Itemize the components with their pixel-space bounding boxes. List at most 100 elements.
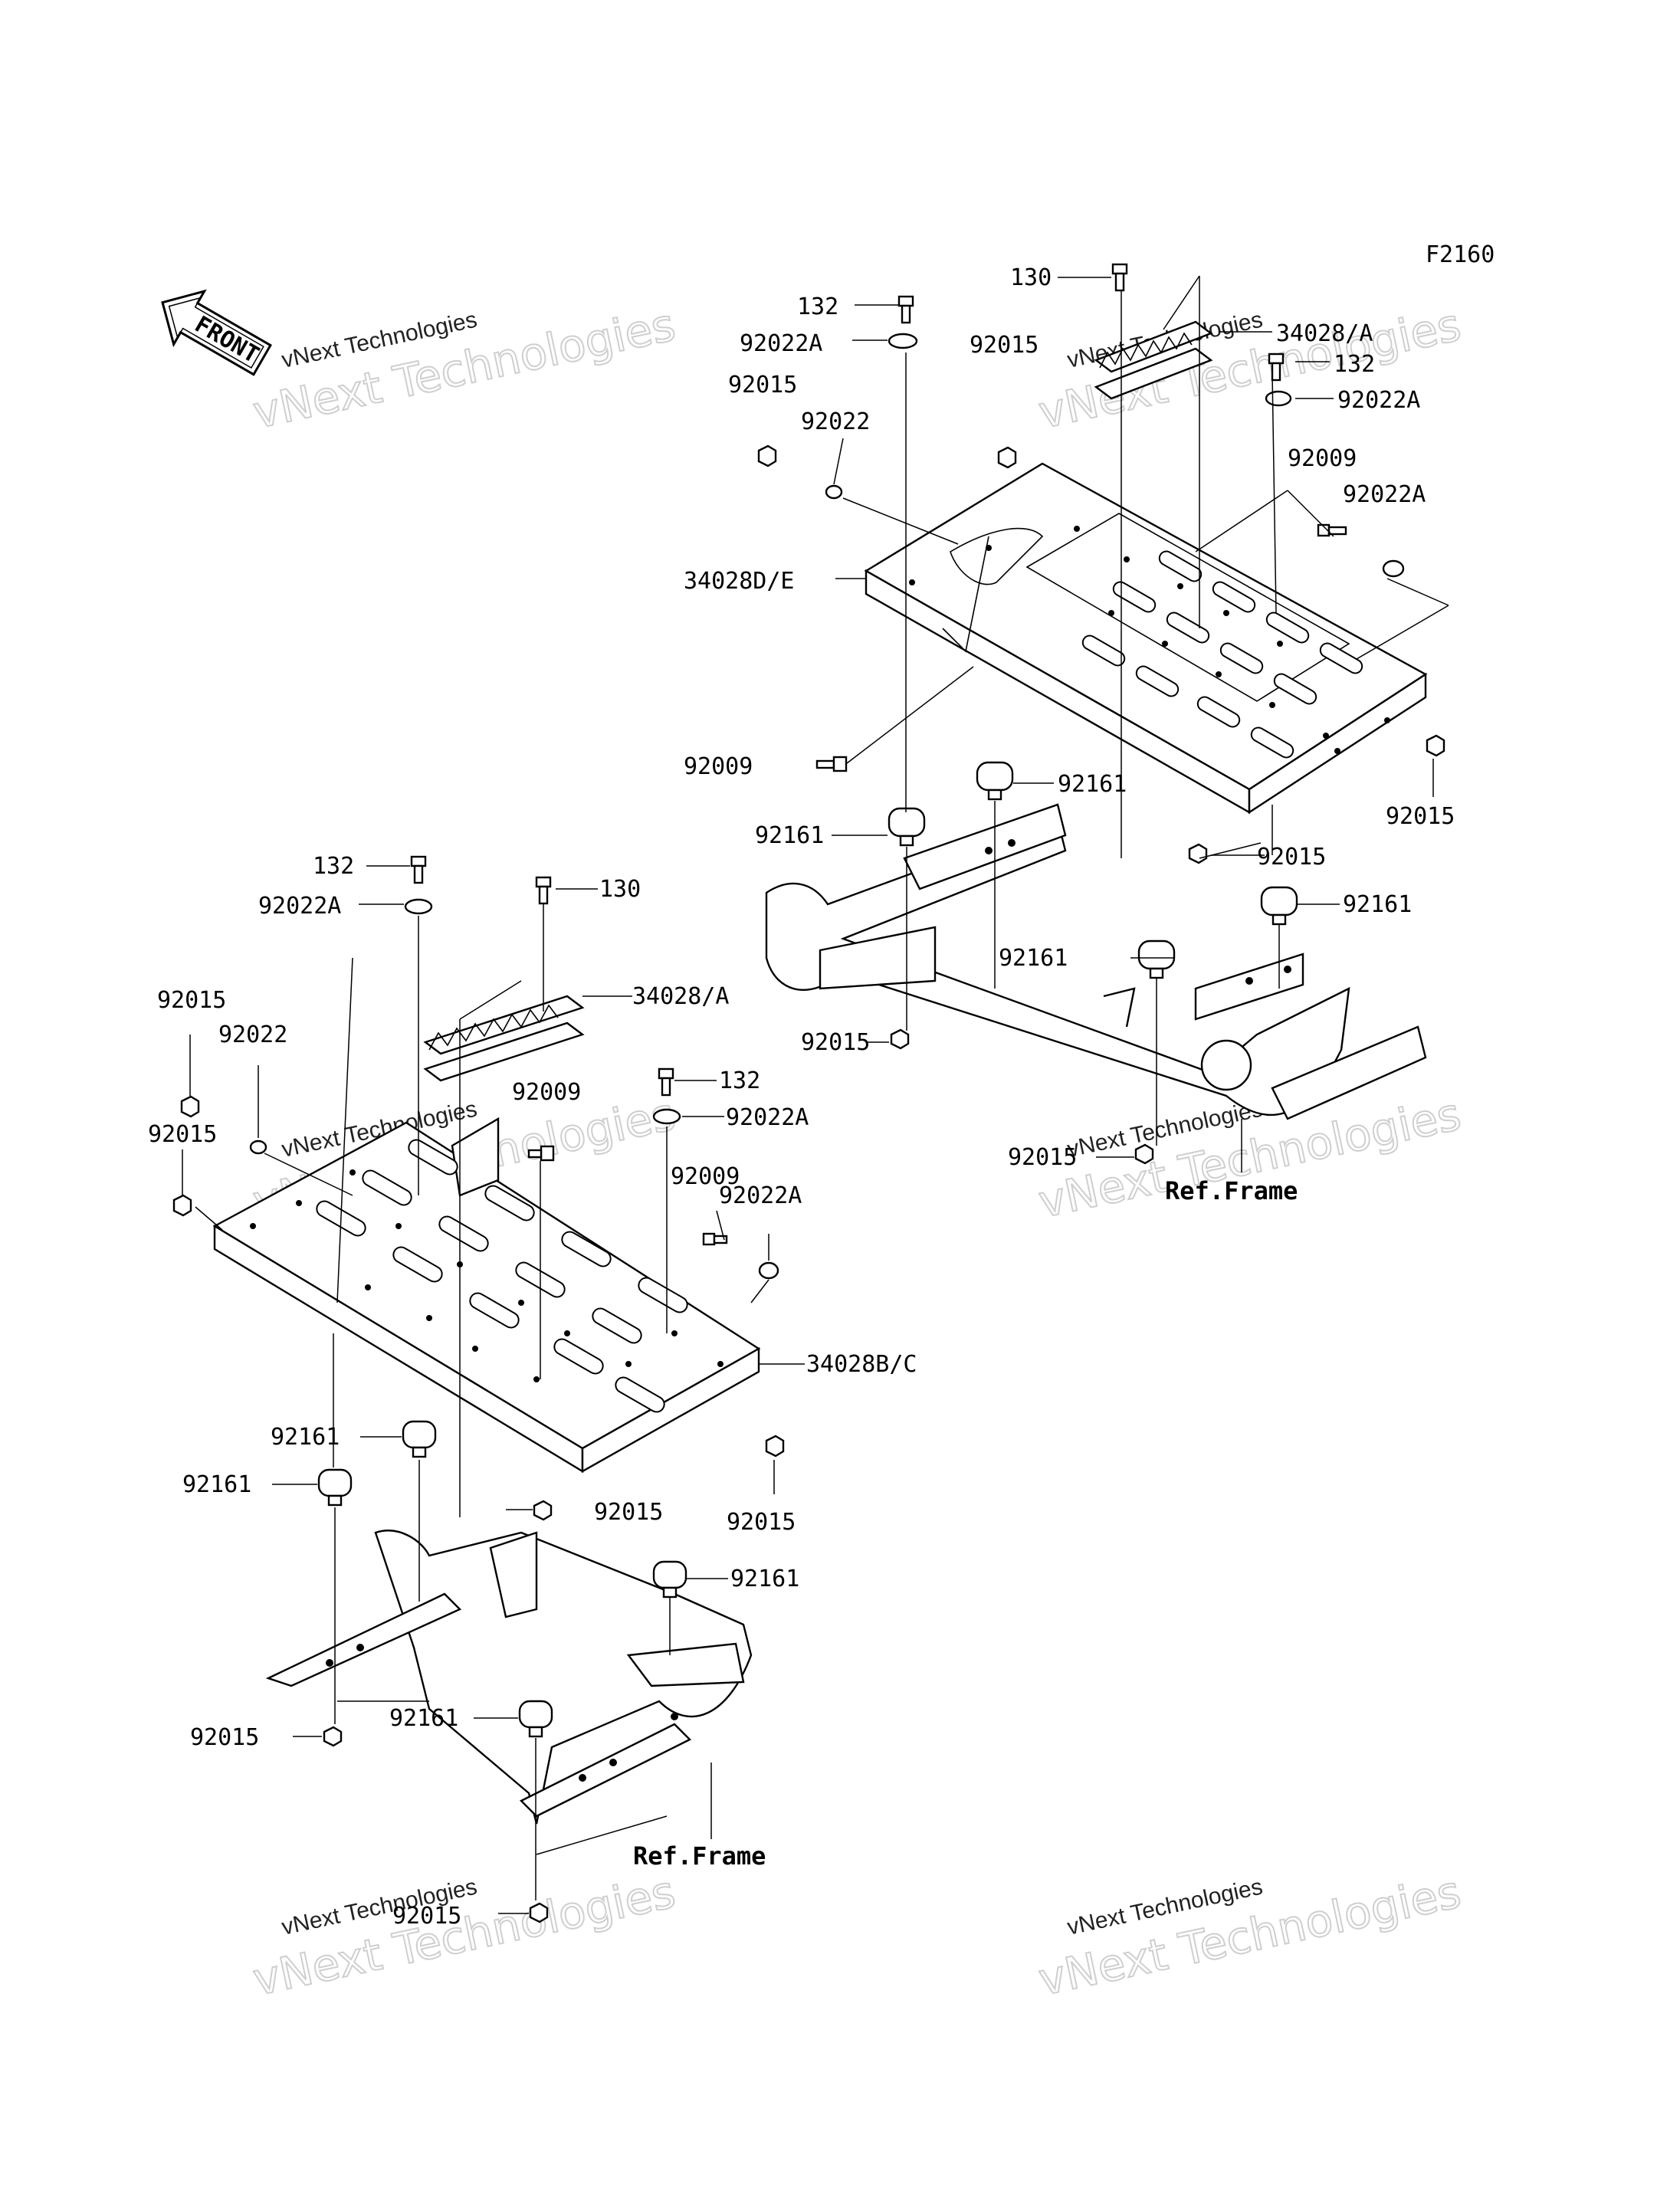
front-arrow-icon: FRONT [161, 289, 272, 376]
washer-92022a-icon [652, 1108, 681, 1125]
label-92015: 92015 [801, 1029, 870, 1056]
label-92015: 92015 [728, 372, 797, 398]
label-92015: 92015 [1008, 1144, 1077, 1171]
label-92009: 92009 [671, 1163, 740, 1190]
label-92015: 92015 [190, 1724, 259, 1751]
carrier-tray-bottom [212, 1117, 761, 1474]
label-92161: 92161 [755, 822, 824, 849]
label-92022a: 92022A [740, 330, 822, 357]
washer-92022-icon [249, 1139, 267, 1155]
rubber-mount-92161-icon [976, 761, 1014, 801]
label-132: 132 [1334, 351, 1375, 378]
washer-92022-icon [825, 484, 843, 500]
labels-top: 130 132 92022A 92015 92022 92015 34028/A… [684, 264, 1455, 1205]
watermark: vNext Technologies vNext Technologies [1033, 1865, 1465, 2007]
label-132: 132 [719, 1067, 760, 1094]
nut-92015-icon [1426, 734, 1445, 757]
label-92161: 92161 [182, 1471, 251, 1498]
bolt-92009-icon [702, 1232, 728, 1246]
washer-92022a-icon [888, 333, 918, 349]
slot-grid-bottom [316, 1139, 688, 1413]
washer-92022a-icon [1382, 559, 1405, 578]
label-34028bc: 34028B/C [806, 1351, 917, 1378]
nut-92015-icon [172, 1194, 192, 1217]
washer-92022a-icon [758, 1261, 779, 1280]
label-132: 132 [313, 853, 354, 880]
label-92161: 92161 [389, 1705, 458, 1732]
label-92022a: 92022A [726, 1104, 809, 1131]
label-130: 130 [599, 876, 641, 903]
bolt-132-icon [1268, 353, 1285, 382]
label-92015: 92015 [1257, 844, 1326, 871]
nut-92015-icon [1134, 1143, 1154, 1165]
carrier-tray-top [864, 462, 1428, 815]
leader-lines-bottom [182, 865, 805, 1914]
nut-92015-icon [323, 1726, 343, 1747]
rubber-mount-92161-icon [518, 1700, 553, 1738]
nut-92015-icon [180, 1095, 200, 1118]
label-92015: 92015 [1386, 803, 1455, 830]
label-92009: 92009 [684, 753, 753, 780]
bolt-132-icon [658, 1067, 674, 1097]
label-92022: 92022 [218, 1021, 287, 1048]
hardware-bottom [172, 855, 785, 1923]
figure-code: F2160 [1426, 241, 1495, 268]
nut-92015-icon [890, 1028, 910, 1050]
label-34028a: 34028/A [632, 983, 729, 1010]
label-92161: 92161 [1058, 771, 1127, 798]
nut-92015-icon [529, 1902, 549, 1923]
label-92015: 92015 [157, 987, 226, 1014]
label-132: 132 [797, 293, 838, 320]
leader-lines-top [832, 275, 1449, 1172]
nut-92015-icon [997, 446, 1017, 469]
bolt-130-icon [1111, 263, 1128, 292]
ref-frame-bottom: Ref.Frame [633, 1841, 766, 1871]
labels-bottom: 132 92022A 130 34028/A 92015 92022 92015… [148, 853, 917, 1930]
label-92022a: 92022A [258, 893, 341, 920]
nut-92015-icon [757, 444, 777, 467]
rubber-mount-92161-icon [652, 1560, 687, 1599]
bolt-92009-icon [815, 756, 848, 772]
nut-92015-icon [765, 1435, 785, 1458]
nut-92015-icon [533, 1500, 553, 1521]
label-92015: 92015 [148, 1121, 217, 1148]
bolt-92009-icon [1317, 523, 1347, 537]
label-92161: 92161 [271, 1424, 340, 1451]
label-34028a: 34028/A [1276, 320, 1373, 347]
nut-92015-icon [1188, 843, 1208, 864]
bolt-holes-top [909, 526, 1390, 754]
bolt-92009-icon [527, 1145, 555, 1162]
rubber-mount-92161-icon [402, 1420, 437, 1458]
label-92009: 92009 [512, 1079, 581, 1106]
label-92022a: 92022A [719, 1182, 802, 1209]
bolt-132-icon [897, 295, 914, 324]
label-92015: 92015 [392, 1903, 461, 1930]
label-92161: 92161 [730, 1566, 799, 1592]
frame-bottom [265, 1530, 753, 1825]
label-92009: 92009 [1288, 445, 1357, 472]
bottom-assembly: 132 92022A 130 34028/A 92015 92022 92015… [148, 853, 917, 1930]
top-assembly: 130 132 92022A 92015 92022 92015 34028/A… [684, 263, 1455, 1205]
rubber-mount-92161-icon [1137, 939, 1176, 979]
bolt-130-icon [535, 876, 552, 905]
rubber-mount-92161-icon [888, 807, 926, 847]
label-92161: 92161 [1343, 891, 1412, 918]
label-92022a: 92022A [1337, 387, 1420, 414]
ref-frame-top: Ref.Frame [1165, 1176, 1298, 1205]
label-92022a: 92022A [1343, 481, 1426, 508]
label-130: 130 [1010, 264, 1052, 291]
label-92022: 92022 [801, 408, 870, 435]
washer-92022a-icon [1265, 390, 1292, 407]
bracket-34028a-bottom [423, 995, 585, 1082]
bolt-132-icon [410, 855, 427, 884]
label-92015: 92015 [594, 1499, 663, 1526]
washer-92022a-icon [404, 898, 433, 915]
label-92015: 92015 [727, 1509, 796, 1536]
rubber-mount-92161-icon [317, 1468, 353, 1507]
hardware-top [757, 263, 1445, 1165]
bracket-34028a-top [1094, 320, 1213, 400]
watermark: vNext Technologies vNext Technologies [248, 298, 680, 440]
rubber-mount-92161-icon [1260, 886, 1298, 926]
slot-grid-top [1081, 550, 1363, 759]
